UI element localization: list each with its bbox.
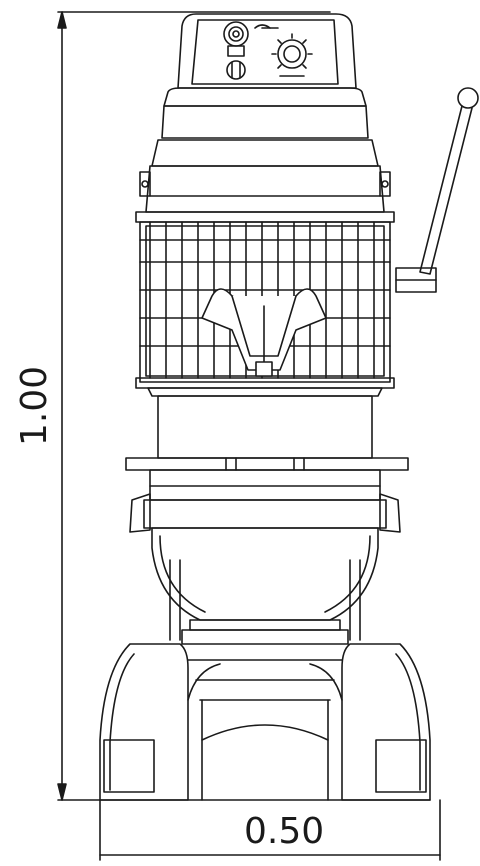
bowl-lift-handle <box>395 87 479 293</box>
height-dimension-label: 1.00 <box>14 365 55 447</box>
motor-housing <box>139 87 391 213</box>
bowl-arms <box>129 493 401 533</box>
mixer-base <box>99 619 431 801</box>
width-dimension-line <box>99 799 441 861</box>
height-dimension-line <box>57 11 331 801</box>
mixing-bowl <box>151 527 379 641</box>
width-dimension-label: 0.50 <box>244 811 325 852</box>
control-head <box>177 13 357 89</box>
mixing-tool <box>201 288 327 377</box>
mixer-column <box>125 387 409 501</box>
